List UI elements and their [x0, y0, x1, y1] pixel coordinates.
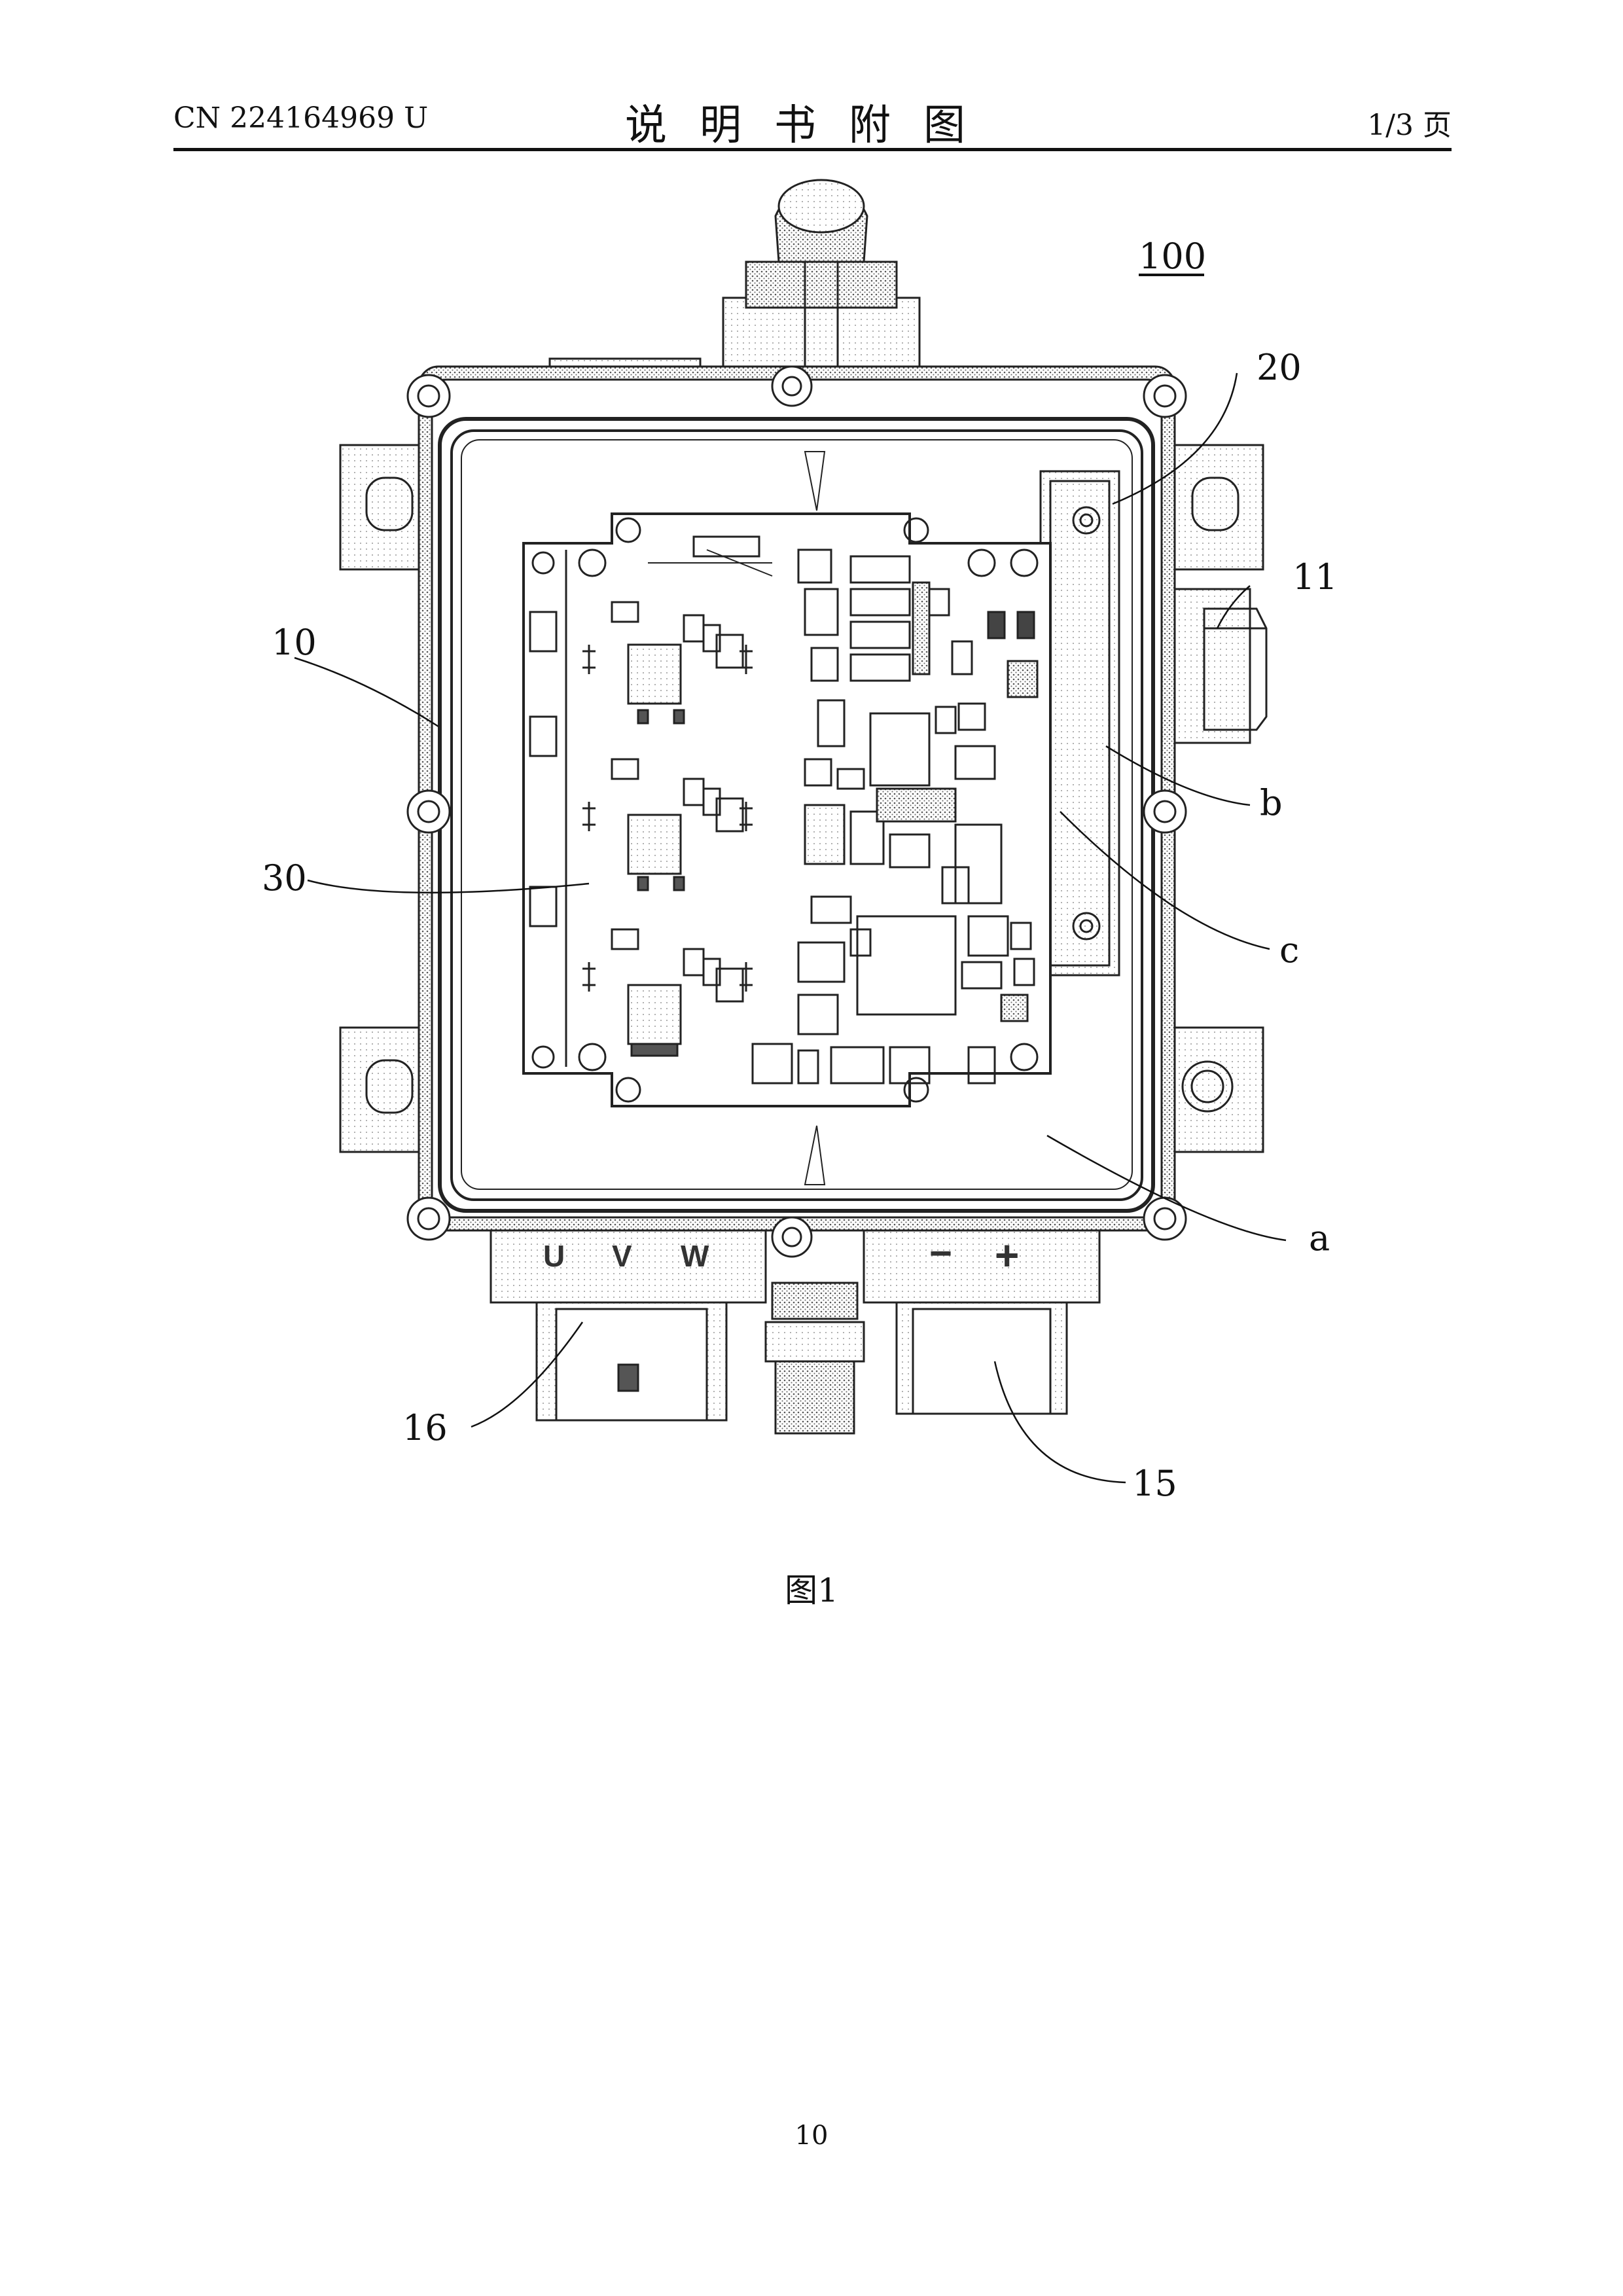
label-10: 10 — [272, 622, 317, 663]
phase-w-mark: W — [681, 1239, 709, 1273]
side-connector — [1171, 589, 1266, 743]
page-number: 10 — [0, 2121, 1623, 2151]
bus-bar — [1041, 471, 1119, 975]
label-a: a — [1309, 1217, 1330, 1259]
phase-v-mark: V — [612, 1239, 632, 1273]
label-11: 11 — [1293, 556, 1338, 598]
label-assembly-100: 100 — [1139, 236, 1206, 277]
label-16: 16 — [402, 1407, 448, 1448]
patent-figure-drawing: U V W − + 100 20 11 10 b 30 c a 16 15 — [0, 0, 1623, 1604]
phase-u-mark: U — [543, 1239, 565, 1273]
label-15: 15 — [1132, 1463, 1177, 1504]
circuit-board — [524, 514, 1050, 1106]
label-30: 30 — [262, 857, 307, 899]
dc-minus-mark: − — [929, 1231, 952, 1275]
label-b: b — [1260, 782, 1283, 823]
figure-caption: 图1 — [0, 1564, 1623, 1611]
top-connector — [550, 180, 919, 391]
dc-plus-mark: + — [995, 1232, 1019, 1279]
label-c: c — [1279, 929, 1299, 971]
label-20: 20 — [1257, 347, 1302, 388]
